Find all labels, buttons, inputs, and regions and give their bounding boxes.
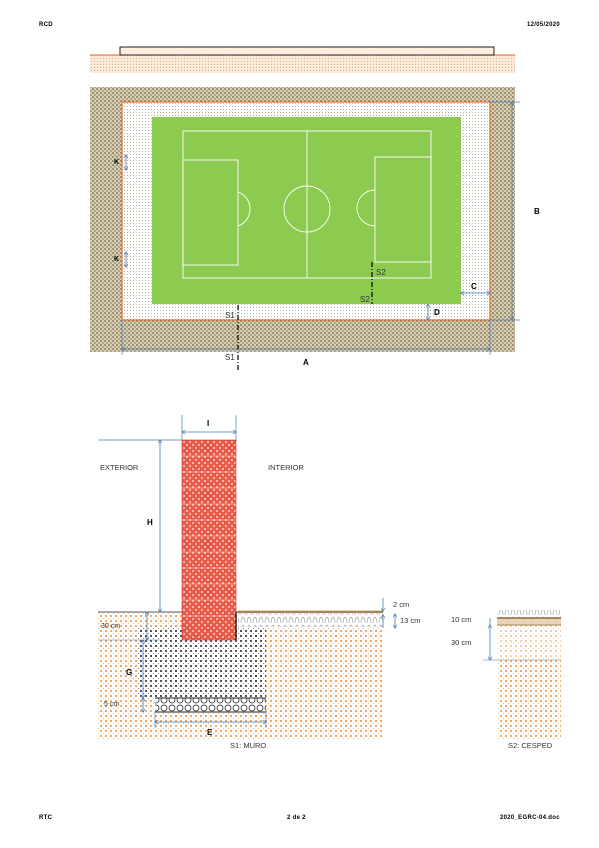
label-i: I <box>207 419 210 428</box>
label-e: E <box>207 728 213 737</box>
label-10cm: 10 cm <box>451 615 472 624</box>
label-k-bottom: K <box>114 256 120 263</box>
label-g: G <box>126 668 133 677</box>
label-s2-top: S2 <box>376 268 386 277</box>
label-30cm-s2: 30 cm <box>451 638 472 647</box>
footer-page: 2 de 2 <box>287 815 306 821</box>
caption-s2-cesped: S2: CESPED <box>508 741 553 750</box>
label-2cm: 2 cm <box>393 600 410 609</box>
football-field <box>152 117 461 304</box>
section-s2-drawing <box>483 610 561 740</box>
plan-view <box>90 87 520 370</box>
label-b: B <box>534 207 540 216</box>
label-13cm: 13 cm <box>400 616 421 625</box>
label-interior: INTERIOR <box>268 463 304 472</box>
label-5cm: 5 cm <box>104 701 120 708</box>
label-exterior: EXTERIOR <box>100 463 139 472</box>
label-30cm-s1: 30 cm <box>101 623 121 630</box>
label-h: H <box>147 518 153 527</box>
footer-filename: 2020_EGRC-04.doc <box>500 815 560 821</box>
label-k-top: K <box>114 159 120 166</box>
footer-left: RTC <box>39 815 53 821</box>
label-a: A <box>303 358 309 367</box>
section-s1-drawing <box>98 415 395 740</box>
caption-s1-muro: S1: MURO <box>230 741 267 750</box>
label-s1-top: S1 <box>225 311 235 320</box>
label-s1-bottom: S1 <box>225 353 235 362</box>
top-elevation-strip <box>90 46 515 73</box>
label-s2-bottom: S2 <box>360 295 370 304</box>
header-date: 12/05/2020 <box>527 22 561 28</box>
header-left: RCD <box>39 22 53 28</box>
label-c: C <box>471 282 477 291</box>
label-d: D <box>434 308 440 317</box>
